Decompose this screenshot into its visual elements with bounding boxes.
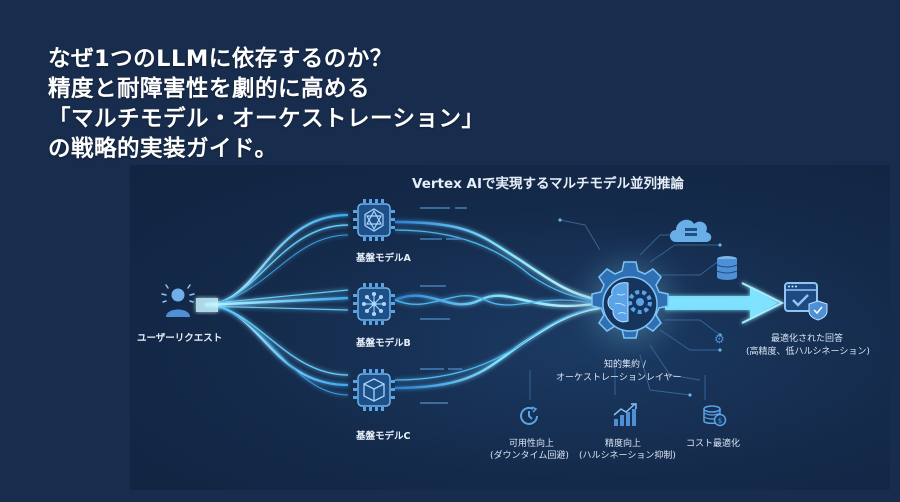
headline-line-1: なぜ1つのLLMに依存するのか？ (48, 46, 393, 72)
brain-gear-icon (591, 261, 669, 339)
model-c-chip (353, 369, 395, 411)
benefit-accuracy-sub: (ハルシネーション抑制) (579, 451, 676, 461)
headline-line-4: の戦略的実装ガイド。 (48, 136, 278, 162)
user-request-label: ユーザーリクエスト (137, 333, 223, 344)
model-c-label: 基盤モデルC (356, 431, 411, 442)
hexagon-star-icon (364, 208, 384, 232)
verified-window-icon (784, 282, 828, 321)
headline-line-2: 精度と耐障害性を劇的に高める (48, 76, 371, 102)
svg-text:$: $ (718, 417, 722, 425)
benefit-availability-label: 可用性向上 (509, 439, 555, 449)
network-node-icon (361, 291, 387, 317)
diagram-title: Vertex AIで実現するマルチモデル並列推論 (412, 176, 684, 192)
benefit-availability-sub: (ダウンタイム回避) (490, 451, 569, 461)
model-a-chip (353, 199, 395, 241)
cube-icon (363, 378, 385, 402)
benefit-cost-label: コスト最適化 (686, 439, 741, 449)
model-b-label: 基盤モデルB (356, 338, 411, 349)
orchestrator-label-2: オーケストレーションレイヤー (556, 373, 682, 383)
orchestrator-label-1: 知的集約 / (604, 360, 646, 370)
coins-icon: $ (703, 405, 727, 427)
gear-icon: ⚙ (714, 332, 725, 346)
growth-chart-icon (613, 403, 637, 426)
cloud-server-icon (670, 219, 712, 242)
model-b-chip (353, 283, 395, 325)
output-label-2: (高精度、低ハルシネーション) (746, 347, 870, 357)
model-a-label: 基盤モデルA (356, 253, 411, 264)
database-icon (716, 256, 738, 280)
clock-icon (520, 406, 538, 425)
output-label-1: 最適化された回答 (771, 334, 844, 344)
headline: なぜ1つのLLMに依存するのか？ 精度と耐障害性を劇的に高める 「マルチモデル・… (48, 44, 485, 164)
benefit-accuracy-label: 精度向上 (605, 439, 642, 449)
user-icon (161, 284, 195, 317)
headline-line-3: 「マルチモデル・オーケストレーション」 (48, 106, 485, 132)
